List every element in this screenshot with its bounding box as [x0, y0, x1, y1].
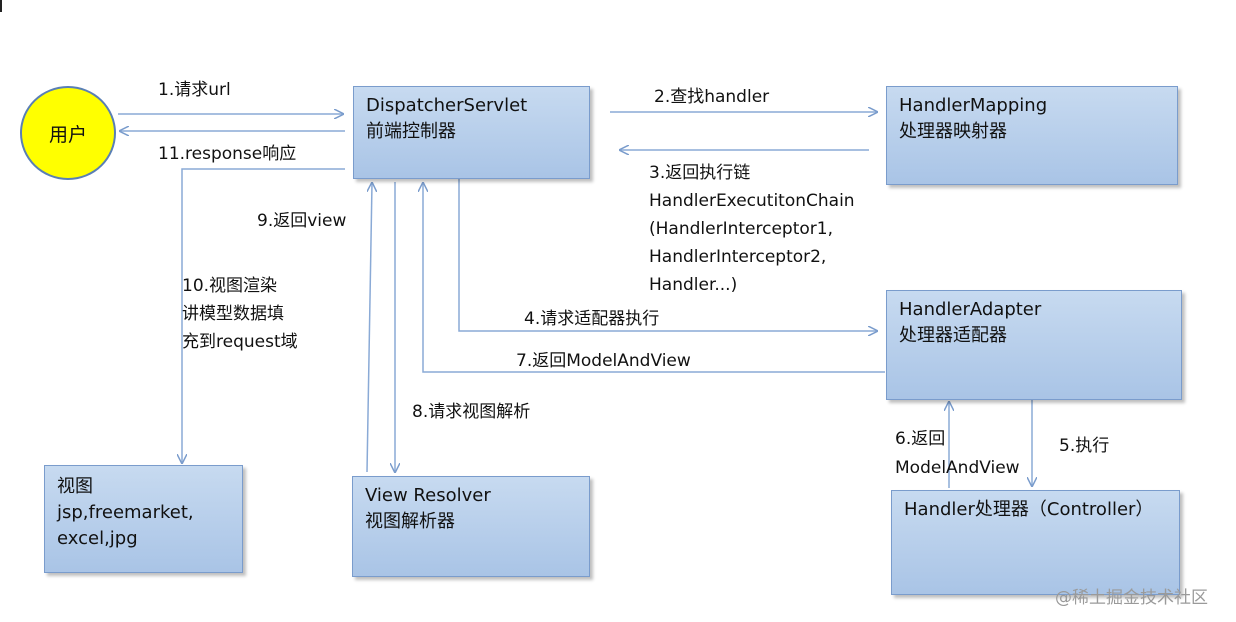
- view-resolver-title: View Resolver: [365, 485, 491, 506]
- handler-adapter-subtitle: 处理器适配器: [899, 325, 1007, 346]
- view-box: 视图 jsp,freemarket, excel,jpg: [44, 465, 243, 573]
- label-1: 1.请求url: [158, 80, 231, 100]
- label-8: 8.请求视图解析: [412, 402, 531, 422]
- label-7: 7.返回ModelAndView: [516, 351, 691, 371]
- corner-mark: [0, 0, 2, 12]
- label-2: 2.查找handler: [654, 87, 770, 107]
- handler-title: Handler处理器（Controller）: [904, 499, 1154, 520]
- handler-box: Handler处理器（Controller）: [891, 490, 1180, 595]
- arrow-10: [182, 168, 345, 463]
- label-10-line-1: 10.视图渲染: [182, 276, 278, 296]
- arrow-7: [423, 183, 885, 373]
- handler-mapping-title: HandlerMapping: [899, 95, 1048, 116]
- dispatcher-servlet-box: DispatcherServlet 前端控制器: [353, 86, 590, 179]
- label-5: 5.执行: [1059, 436, 1110, 456]
- label-6-line-1: 6.返回: [895, 429, 946, 449]
- label-3-line-1: 3.返回执行链: [649, 163, 751, 183]
- label-3-line-5: Handler...): [649, 275, 738, 295]
- label-9: 9.返回view: [257, 211, 347, 231]
- handler-adapter-title: HandlerAdapter: [899, 299, 1042, 320]
- label-10-line-3: 充到request域: [182, 332, 298, 352]
- view-resolver-subtitle: 视图解析器: [365, 511, 455, 532]
- label-11: 11.response响应: [158, 144, 297, 164]
- handler-mapping-box: HandlerMapping 处理器映射器: [886, 86, 1178, 185]
- handler-mapping-subtitle: 处理器映射器: [899, 121, 1007, 142]
- watermark: @稀土掘金技术社区: [1055, 588, 1208, 608]
- handler-adapter-box: HandlerAdapter 处理器适配器: [886, 290, 1182, 400]
- arrow-9: [366, 183, 372, 473]
- user-node: 用户: [20, 86, 116, 180]
- label-3-line-3: (HandlerInterceptor1,: [649, 219, 833, 239]
- view-line-2: jsp,freemarket,: [57, 502, 194, 523]
- label-3-line-4: HandlerInterceptor2,: [649, 247, 827, 267]
- arrow-4: [458, 172, 877, 331]
- label-3-line-2: HandlerExecutitonChain: [649, 191, 855, 211]
- dispatcher-title: DispatcherServlet: [366, 95, 528, 116]
- view-line-3: excel,jpg: [57, 528, 138, 549]
- label-4: 4.请求适配器执行: [524, 309, 660, 329]
- view-resolver-box: View Resolver 视图解析器: [352, 476, 590, 577]
- user-label: 用户: [48, 123, 87, 146]
- label-10-line-2: 讲模型数据填: [182, 304, 284, 324]
- dispatcher-subtitle: 前端控制器: [366, 121, 456, 142]
- label-6-line-2: ModelAndView: [895, 458, 1020, 478]
- view-title: 视图: [57, 476, 93, 497]
